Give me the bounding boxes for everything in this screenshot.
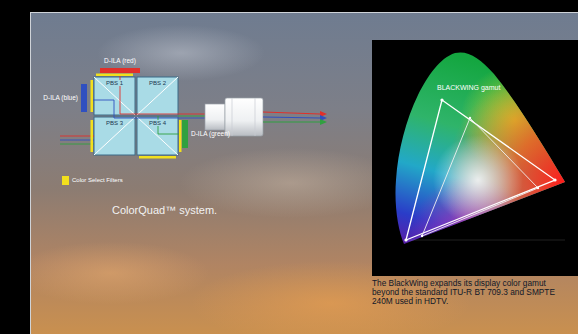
prism-label: PBS 2: [137, 80, 178, 86]
imager-label: D-ILA (blue): [43, 95, 78, 102]
prism-box: PBS 1: [94, 77, 135, 115]
prism-box: PBS 3: [94, 117, 135, 155]
output-beams: [263, 111, 327, 125]
imager-label: D-ILA (green): [191, 131, 230, 138]
prism-label-text: PBS 3: [105, 120, 124, 126]
prism-box: PBS 4: [137, 117, 178, 155]
gamut-label: BLACKWING gamut: [437, 84, 500, 91]
cie-diagram: [395, 52, 565, 244]
figure-caption: ColorQuad™ system.: [112, 204, 217, 216]
prism-label: PBS 4: [137, 120, 178, 126]
prism-label: PBS 1: [94, 80, 135, 86]
imager-panel: D-ILA (green): [182, 118, 234, 150]
prism-cubes: [94, 77, 178, 155]
legend-text: Color Select Filters: [72, 177, 123, 183]
chart-panel: [372, 40, 578, 276]
imager-bar: [182, 120, 188, 148]
imager-bar: [100, 68, 140, 73]
legend-swatch: [62, 176, 69, 185]
imager-bar: [81, 84, 87, 112]
prism-label: PBS 3: [94, 120, 135, 126]
imager-label: D-ILA (red): [104, 58, 136, 65]
prism-label-text: PBS 1: [105, 80, 124, 86]
chart-caption: The BlackWing expands its display color …: [372, 279, 572, 306]
color-filters: [91, 74, 182, 159]
prism-label-text: PBS 4: [148, 120, 167, 126]
imager-panel: D-ILA (red): [98, 58, 142, 74]
prism-box: PBS 2: [137, 77, 178, 115]
prism-label-text: PBS 2: [148, 80, 167, 86]
imager-panel: D-ILA (blue): [40, 82, 87, 114]
